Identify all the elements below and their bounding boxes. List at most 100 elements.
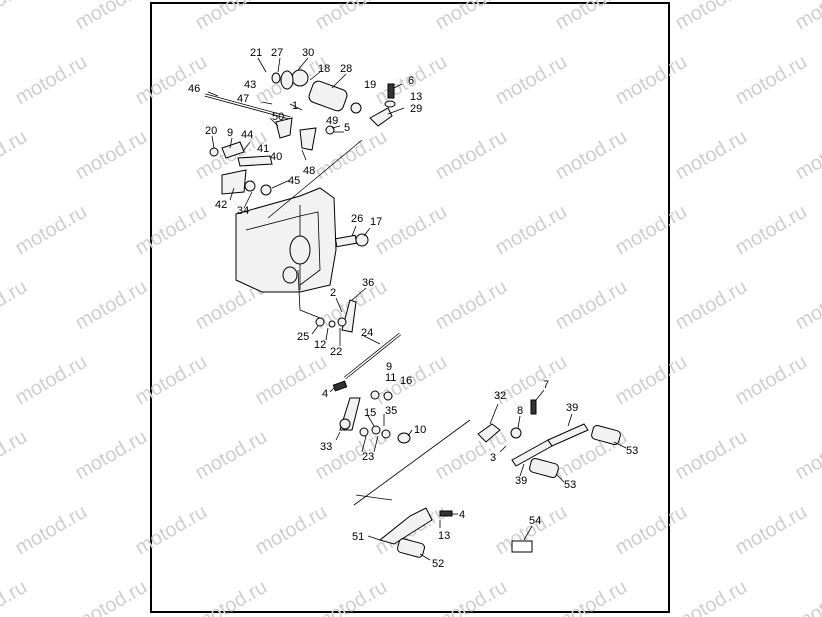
callout-10: 10	[414, 424, 426, 436]
callout-47: 47	[237, 93, 249, 105]
callout-17: 17	[370, 216, 382, 228]
watermark-text: motod.ru	[552, 126, 631, 185]
watermark-text: motod.ru	[792, 0, 822, 34]
callout-5: 5	[344, 122, 350, 134]
callout-44: 44	[241, 129, 253, 141]
watermark-text: motod.ru	[312, 126, 391, 185]
callout-13-lower: 13	[438, 530, 450, 542]
watermark-text: motod.ru	[432, 576, 511, 617]
watermark-text: motod.ru	[192, 576, 271, 617]
watermark-text: motod.ru	[0, 276, 31, 335]
parts-drawing	[204, 69, 621, 558]
watermark-text: motod.ru	[732, 501, 811, 560]
callout-28: 28	[340, 63, 352, 75]
callout-39-upper: 39	[566, 402, 578, 414]
callout-4-upper: 4	[322, 388, 328, 400]
watermark-text: motod.ru	[0, 0, 31, 34]
callout-33: 33	[320, 441, 332, 453]
callout-1: 1	[292, 100, 298, 112]
part-54-label-box	[511, 540, 533, 553]
callout-19: 19	[364, 79, 376, 91]
watermark-text: motod.ru	[312, 0, 391, 34]
watermark-text: motod.ru	[132, 51, 211, 110]
callout-54: 54	[529, 515, 541, 527]
watermark-text: motod.ru	[492, 201, 571, 260]
callout-39-lower: 39	[515, 475, 527, 487]
callout-6: 6	[408, 75, 414, 87]
watermark-text: motod.ru	[612, 501, 691, 560]
watermark-text: motod.ru	[432, 0, 511, 34]
watermark-text: motod.ru	[552, 276, 631, 335]
watermark-text: motod.ru	[12, 351, 91, 410]
watermark-text: motod.ru	[732, 51, 811, 110]
watermark-text: motod.ru	[672, 426, 751, 485]
watermark-text: motod.ru	[312, 576, 391, 617]
callout-32: 32	[494, 390, 506, 402]
watermark-text: motod.ru	[312, 426, 391, 485]
callout-18: 18	[318, 63, 330, 75]
watermark-text: motod.ru	[132, 501, 211, 560]
callout-20: 20	[205, 125, 217, 137]
callout-42: 42	[215, 199, 227, 211]
callout-49: 49	[326, 115, 338, 127]
callout-48: 48	[303, 165, 315, 177]
callout-40: 40	[270, 151, 282, 163]
callout-30: 30	[302, 47, 314, 59]
watermark-text: motod.ru	[732, 351, 811, 410]
watermark-text: motod.ru	[72, 576, 151, 617]
watermark-text: motod.ru	[432, 126, 511, 185]
watermark-text: motod.ru	[72, 126, 151, 185]
watermark-text: motod.ru	[672, 576, 751, 617]
watermark-text: motod.ru	[72, 426, 151, 485]
watermark-text: motod.ru	[612, 351, 691, 410]
watermark-text: motod.ru	[132, 351, 211, 410]
callout-21: 21	[250, 47, 262, 59]
callout-25: 25	[297, 331, 309, 343]
watermark-text: motod.ru	[552, 0, 631, 34]
watermark-text: motod.ru	[12, 51, 91, 110]
watermark-text: motod.ru	[672, 0, 751, 34]
watermark-text: motod.ru	[12, 501, 91, 560]
callout-36: 36	[362, 277, 374, 289]
callout-15: 15	[364, 407, 376, 419]
callout-50: 50	[272, 111, 284, 123]
watermark-text: motod.ru	[72, 276, 151, 335]
callout-46: 46	[188, 83, 200, 95]
watermark-text: motod.ru	[0, 426, 31, 485]
callout-9-lower: 9	[386, 361, 392, 373]
watermark-text: motod.ru	[672, 276, 751, 335]
watermark-text: motod.ru	[12, 201, 91, 260]
callout-52: 52	[432, 558, 444, 570]
watermark-text: motod.ru	[792, 576, 822, 617]
watermark-text: motod.ru	[672, 126, 751, 185]
callout-51: 51	[352, 531, 364, 543]
watermark-text: motod.ru	[192, 426, 271, 485]
callout-23: 23	[362, 451, 374, 463]
callout-41: 41	[257, 143, 269, 155]
callout-43: 43	[244, 79, 256, 91]
callout-3: 3	[490, 452, 496, 464]
callout-13: 13	[410, 91, 422, 103]
callout-8: 8	[517, 405, 523, 417]
watermark-text: motod.ru	[792, 276, 822, 335]
callout-12: 12	[314, 339, 326, 351]
watermark-text: motod.ru	[432, 426, 511, 485]
callout-11: 11	[385, 372, 396, 384]
callout-27: 27	[271, 47, 283, 59]
watermark-text: motod.ru	[492, 51, 571, 110]
callout-45: 45	[288, 175, 300, 187]
callout-4-lower: 4	[459, 509, 465, 521]
watermark-text: motod.ru	[612, 51, 691, 110]
callout-22: 22	[330, 346, 342, 358]
watermark-text: motod.ru	[792, 126, 822, 185]
callout-24: 24	[361, 327, 373, 339]
watermark-text: motod.ru	[552, 576, 631, 617]
callout-29: 29	[410, 103, 422, 115]
watermark-text: motod.ru	[372, 201, 451, 260]
callout-9-upper: 9	[227, 127, 233, 139]
callout-35: 35	[385, 405, 397, 417]
watermark-text: motod.ru	[792, 426, 822, 485]
watermark-text: motod.ru	[252, 501, 331, 560]
watermark-text: motod.ru	[732, 201, 811, 260]
callout-26: 26	[351, 213, 363, 225]
